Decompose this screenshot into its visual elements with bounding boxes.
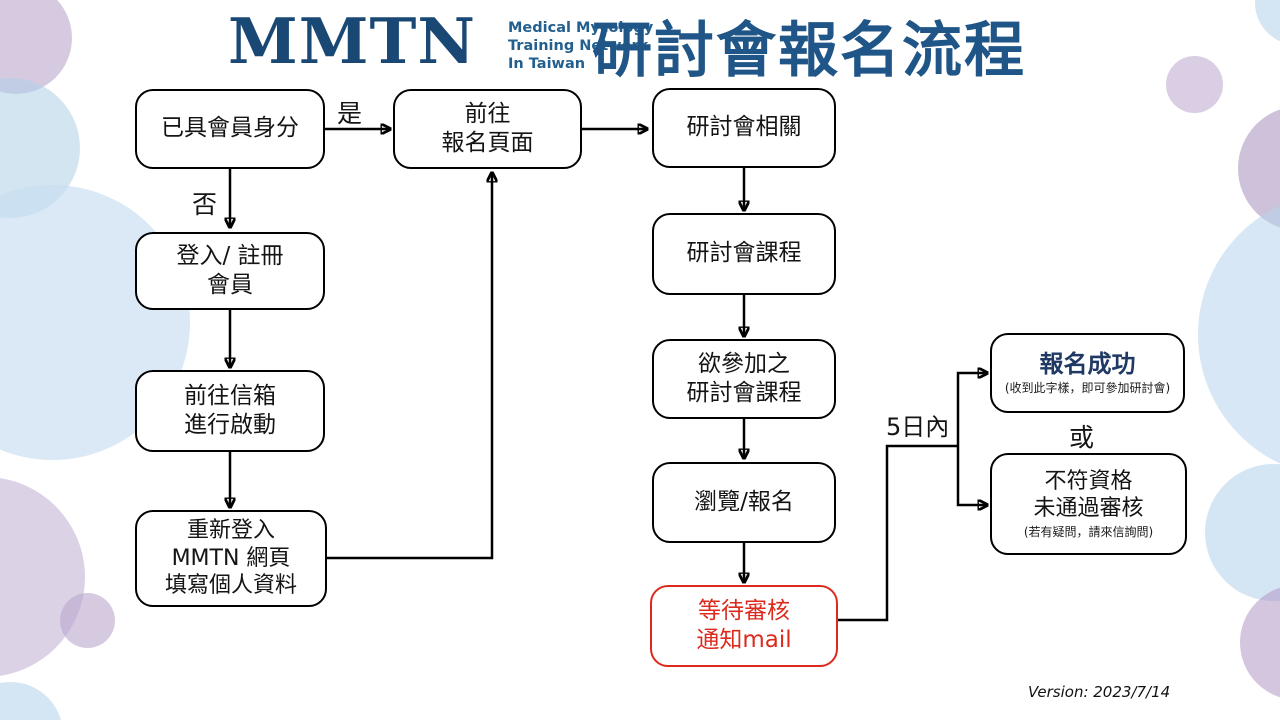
flow-box-seminar-courses: 研討會課程 — [652, 213, 836, 295]
flow-box-text: 會員 — [207, 272, 253, 298]
flow-box-text: 填寫個人資料 — [164, 573, 297, 599]
flow-box-desired-courses: 欲參加之 研討會課程 — [652, 339, 836, 419]
flow-box-text: 前往 — [464, 100, 511, 127]
flow-box-text: 已具會員身分 — [161, 115, 299, 142]
flow-box-text: 前往信箱 — [184, 382, 276, 409]
flow-box-text: 進行啟動 — [184, 412, 276, 438]
page-title: 研討會報名流程 — [592, 16, 1026, 86]
flow-box-text: 通知mail — [696, 627, 792, 653]
flow-box-text: 瀏覽/報名 — [694, 488, 794, 515]
flow-box-goto-registration-page: 前往 報名頁面 — [393, 89, 582, 169]
flow-box-seminar-related: 研討會相關 — [652, 88, 836, 168]
decor-circle — [1166, 56, 1223, 113]
flow-box-note: (若有疑問，請來信詢問) — [1023, 524, 1154, 539]
flow-box-text: 登入/ 註冊 — [176, 242, 284, 269]
logo-subtitle-line: Training Network — [508, 37, 649, 54]
flow-box-text: 報名成功 — [1039, 349, 1136, 378]
flow-box-text: 研討會課程 — [686, 380, 802, 406]
flow-box-text: 等待審核 — [698, 597, 790, 624]
flow-box-text: 重新登入 — [186, 518, 275, 544]
flow-box-note: (收到此字樣，即可參加研討會) — [1004, 381, 1171, 396]
flow-box-text: 報名頁面 — [441, 130, 534, 156]
connector-wait-to-branch — [838, 444, 958, 622]
mmtn-logo-subtitle: Medical Mycology Training Network In Tai… — [508, 20, 653, 74]
flow-box-member-check: 已具會員身分 — [135, 89, 325, 169]
flow-box-text: 不符資格 — [1044, 468, 1133, 494]
flow-box-wait-review-mail: 等待審核 通知mail — [650, 585, 838, 667]
branch-label-within-5-days: 5日內 — [886, 413, 950, 441]
decor-circle — [60, 593, 115, 648]
branch-label-or: 或 — [1069, 423, 1095, 452]
flow-box-registration-success: 報名成功 (收到此字樣，即可參加研討會) — [990, 333, 1185, 413]
flow-box-not-qualified: 不符資格 未通過審核 (若有疑問，請來信詢問) — [990, 453, 1187, 555]
branch-label-no: 否 — [192, 190, 218, 219]
flow-box-relogin-fill-profile: 重新登入 MMTN 網頁 填寫個人資料 — [135, 510, 327, 607]
arrow-relogin-to-gotopage — [325, 172, 492, 560]
flow-box-text: 欲參加之 — [698, 350, 790, 377]
flow-box-text: 研討會課程 — [686, 240, 802, 267]
mmtn-logo: MMTN — [228, 4, 476, 78]
logo-subtitle-line: In Taiwan — [508, 55, 586, 72]
branch-label-yes: 是 — [337, 99, 363, 128]
flow-box-mailbox-activation: 前往信箱 進行啟動 — [135, 370, 325, 452]
logo-subtitle-line: Medical Mycology — [508, 20, 654, 36]
flow-box-browse-register: 瀏覽/報名 — [652, 462, 836, 543]
flow-box-text: 未通過審核 — [1033, 496, 1144, 522]
arrow-branch-to-success — [956, 373, 988, 446]
flow-box-text: MMTN 網頁 — [171, 545, 291, 571]
flow-box-text: 研討會相關 — [686, 114, 802, 141]
arrow-branch-to-rejected — [956, 446, 988, 505]
version-stamp: Version: 2023/7/14 — [1028, 683, 1171, 701]
flow-box-login-register: 登入/ 註冊 會員 — [135, 232, 325, 310]
